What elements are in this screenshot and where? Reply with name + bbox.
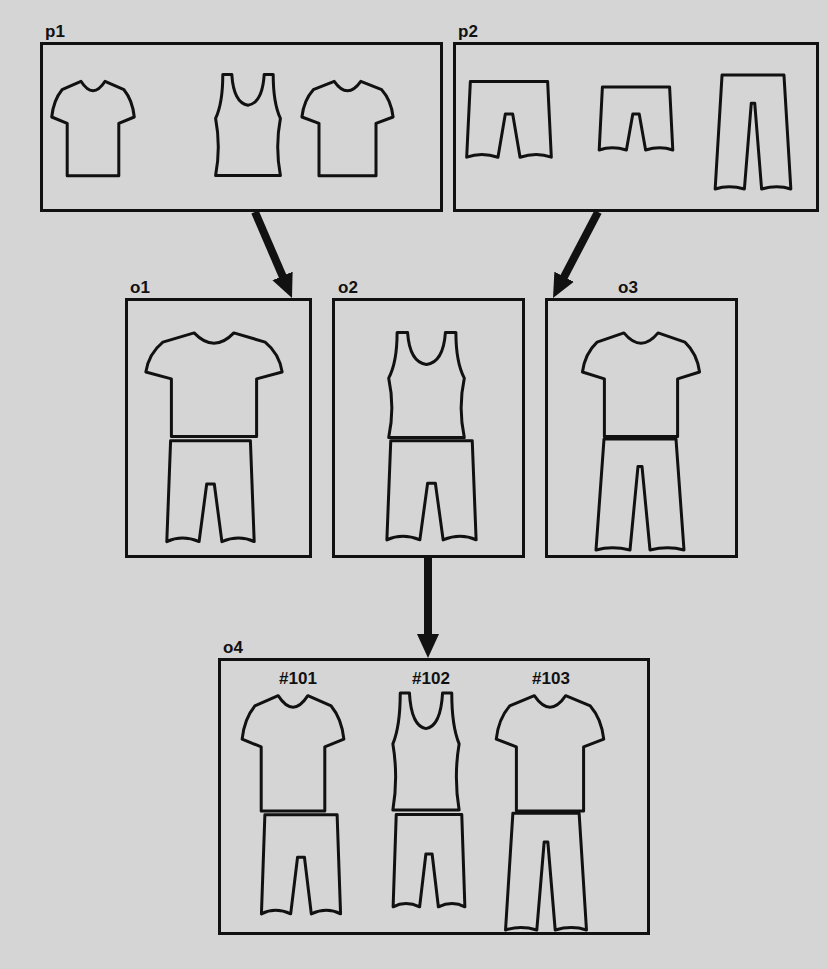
box-label: o3: [618, 278, 638, 298]
box-label: p1: [45, 22, 65, 42]
box-label: p2: [458, 22, 478, 42]
box-label: o1: [130, 278, 150, 298]
flow-arrow: [255, 212, 286, 285]
item-number: #102: [412, 669, 450, 689]
box-label: o4: [223, 638, 243, 658]
outline-box: o1: [125, 298, 312, 558]
flow-arrow: [559, 212, 598, 286]
outline-box: o4#101#102#103: [218, 658, 650, 935]
outline-box: o3: [545, 298, 738, 558]
flow-arrow: [424, 558, 432, 644]
outline-box: p2: [453, 42, 819, 212]
outline-box: o2: [332, 298, 525, 558]
outline-box: p1: [40, 42, 443, 212]
box-label: o2: [338, 278, 358, 298]
item-number: #103: [532, 669, 570, 689]
item-number: #101: [279, 669, 317, 689]
